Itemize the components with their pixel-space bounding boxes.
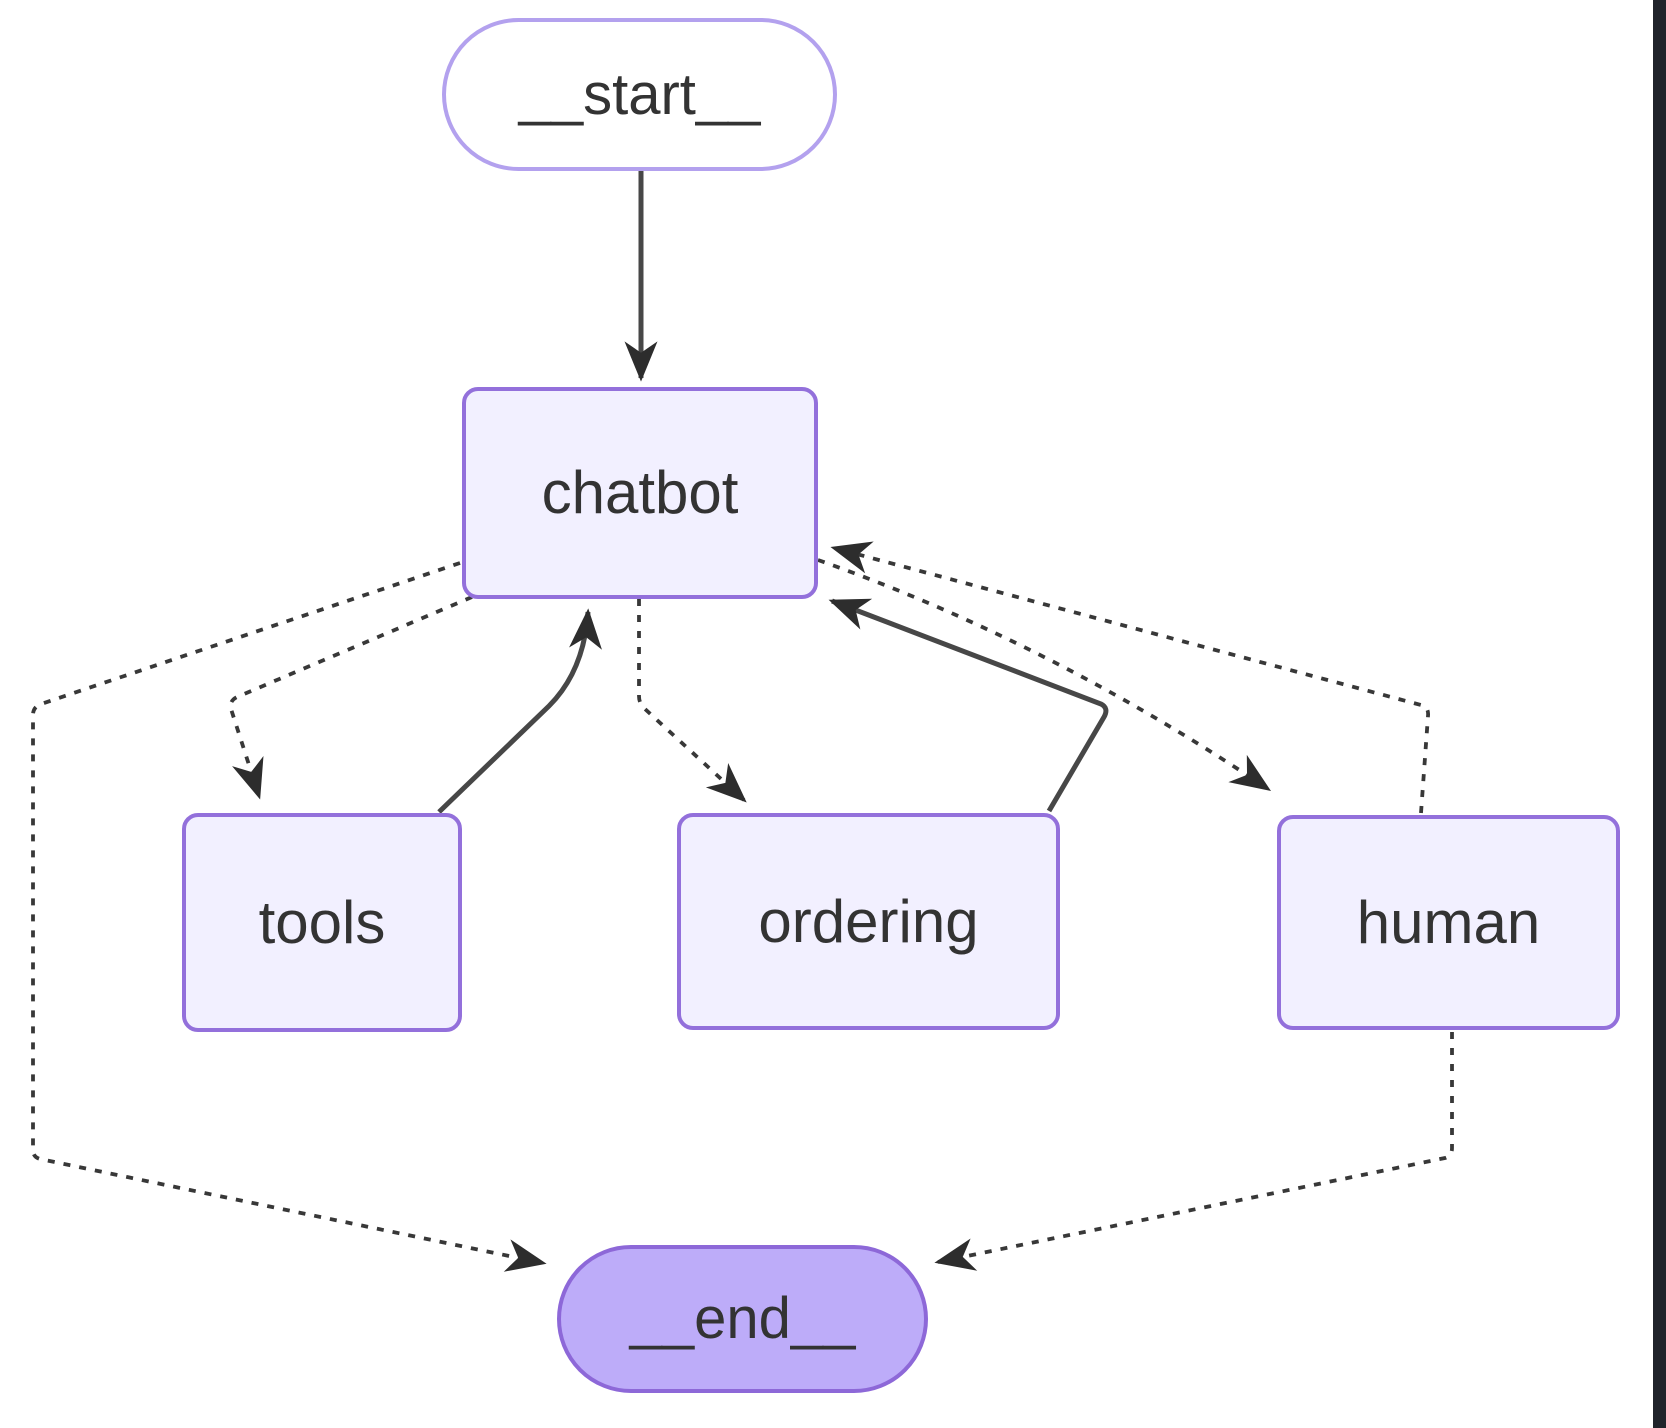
node-end-label: __end__ [629,1286,856,1351]
node-start-label: __start__ [518,61,761,127]
node-ordering: ordering [677,813,1060,1030]
edge-human-to-end [934,1032,1454,1271]
node-end: __end__ [557,1245,928,1393]
node-ordering-label: ordering [758,887,979,955]
screen-edge-bar [1653,0,1666,1428]
edge-chatbot-to-ordering [637,599,747,803]
node-tools-label: tools [258,888,386,956]
node-human: human [1277,815,1620,1030]
node-human-label: human [1356,888,1541,956]
node-chatbot: chatbot [462,387,818,599]
node-chatbot-label: chatbot [541,459,739,526]
edge-chatbot-to-tools [228,595,473,800]
edge-ordering-to-chatbot [828,598,1109,813]
edge-human-to-chatbot [830,541,1431,814]
node-tools: tools [182,813,462,1032]
edge-chatbot-to-human [817,558,1272,792]
edge-tools-to-chatbot [437,608,602,814]
node-start: __start__ [442,18,837,171]
